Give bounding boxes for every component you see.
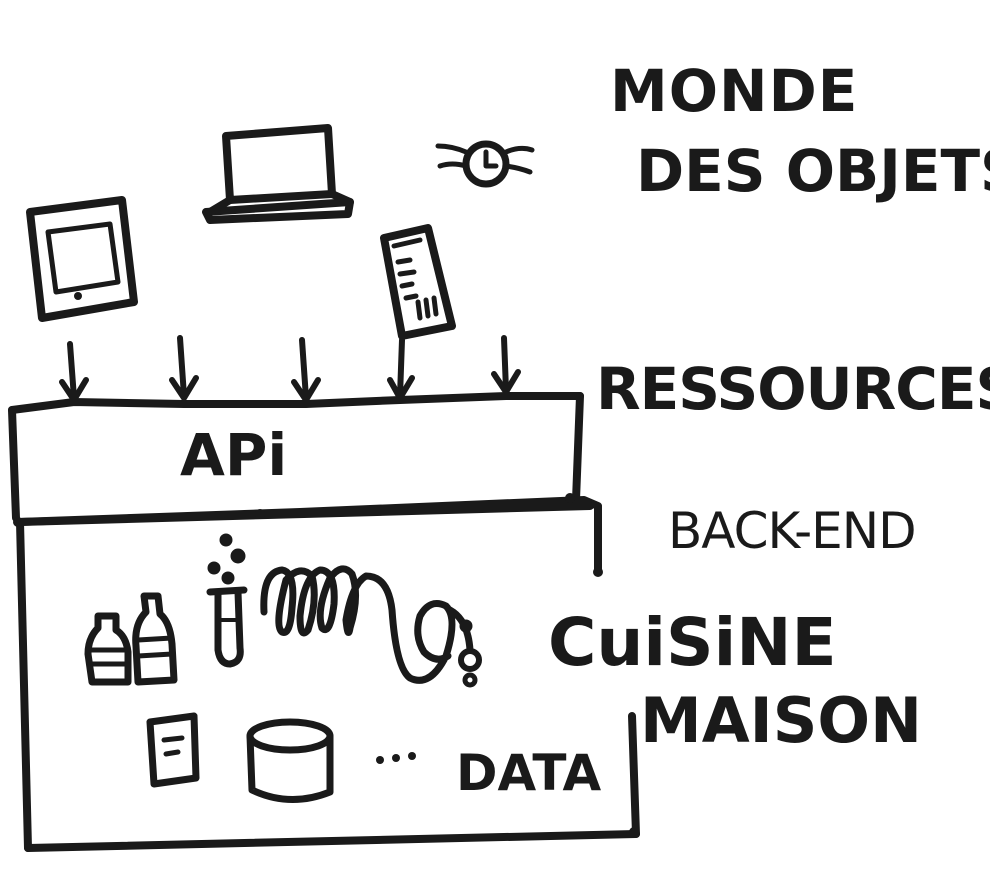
label-ressources: RESSOURCES (596, 355, 990, 423)
label-back-end: BACK-END (668, 502, 917, 560)
document-icon (146, 712, 200, 788)
backend-box (16, 502, 640, 852)
database-icon (246, 718, 334, 803)
test-tube-icon (206, 533, 248, 668)
label-data: DATA (456, 744, 602, 802)
watch-icon (435, 140, 535, 188)
laptop-icon (202, 124, 354, 224)
label-cuisine: CuiSiNE (548, 604, 837, 681)
label-des-objets: DES OBJETS (636, 137, 990, 205)
label-maison: MAiSON (640, 684, 922, 757)
phone-icon (380, 224, 456, 340)
api-box (8, 392, 602, 576)
tablet-icon (26, 196, 138, 322)
cable-icon (260, 565, 482, 688)
ellipsis-dots (376, 752, 416, 764)
resource-arrows (59, 335, 521, 403)
label-monde: MONDE (610, 57, 859, 125)
label-api: APi (180, 421, 288, 489)
bottles-icon (84, 592, 178, 686)
junction-dots (13, 493, 639, 837)
